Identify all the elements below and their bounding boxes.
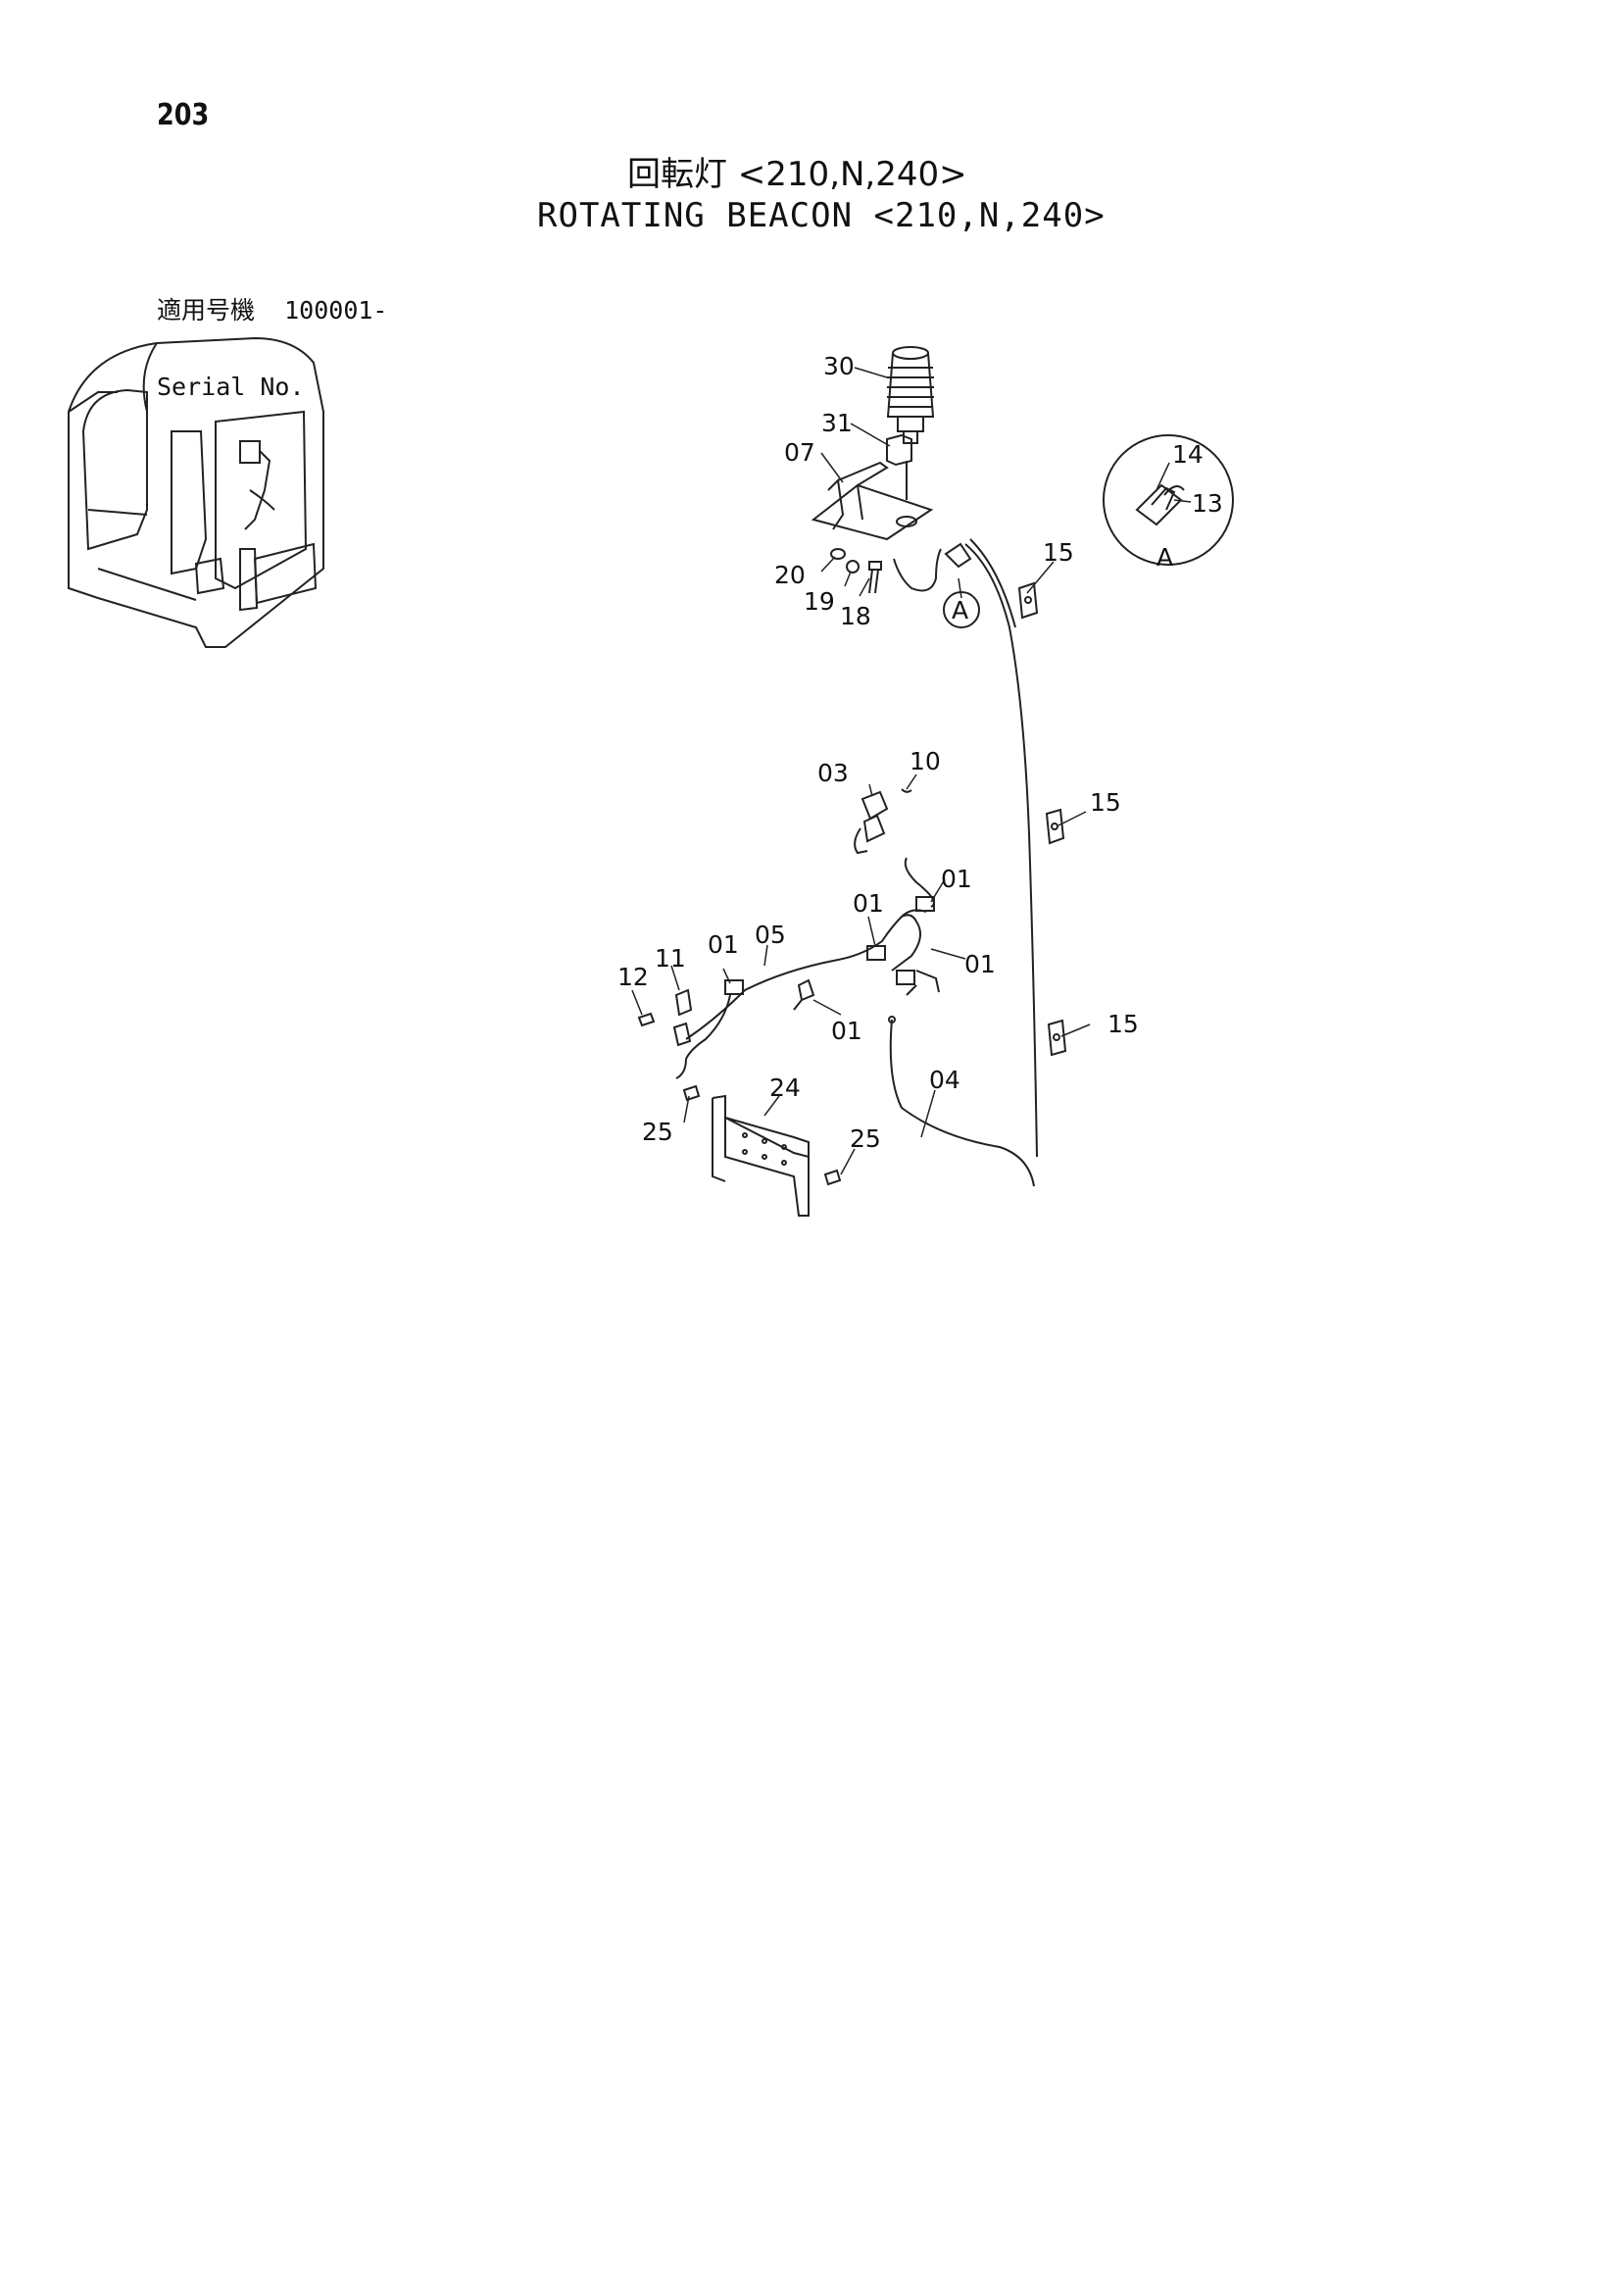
cab-overview-illustration — [68, 336, 324, 648]
main-harness-05 — [675, 857, 940, 1079]
clip-15-upper — [1017, 581, 1039, 620]
beacon-socket — [886, 433, 917, 527]
bolt-25-right — [823, 1169, 842, 1186]
callout-03: 03 — [817, 759, 849, 787]
callout-04: 04 — [929, 1066, 960, 1094]
detail-view-a — [1103, 434, 1234, 566]
washer-20 — [830, 548, 846, 560]
washer-19 — [846, 560, 860, 574]
callout-15-middle: 15 — [1090, 788, 1121, 817]
callout-01-bottom: 01 — [831, 1017, 862, 1045]
rotating-beacon-lamp — [886, 346, 935, 444]
beacon-bracket — [811, 461, 934, 541]
clip-15-middle — [1045, 808, 1065, 845]
callout-01-left: 01 — [708, 930, 739, 959]
callout-15-lower: 15 — [1107, 1010, 1139, 1038]
callout-12: 12 — [617, 963, 649, 991]
title-english: ROTATING BEACON <210,N,240> — [537, 196, 1106, 235]
detail-view-label: A — [1156, 543, 1173, 572]
serial-value: 100001- — [284, 296, 388, 324]
callout-25-right: 25 — [850, 1124, 881, 1153]
switch-03 — [854, 788, 912, 855]
callout-13: 13 — [1192, 489, 1223, 518]
callout-05: 05 — [755, 921, 786, 949]
serial-block: 適用号機 100001- Serial No. — [157, 247, 387, 425]
detail-ref-a: A — [952, 596, 968, 624]
callout-01-right: 01 — [964, 950, 996, 978]
callout-07: 07 — [784, 438, 815, 467]
bolt-18 — [868, 561, 882, 594]
clamp-11 — [672, 988, 693, 1047]
callout-25-left: 25 — [642, 1118, 673, 1146]
callout-24: 24 — [769, 1073, 801, 1102]
callout-11: 11 — [655, 944, 686, 973]
callout-01-top: 01 — [941, 865, 972, 893]
callout-15-upper: 15 — [1043, 538, 1074, 567]
callout-31: 31 — [821, 409, 853, 437]
leader-lines — [631, 367, 1192, 1175]
detail-ref-a-marker — [943, 591, 980, 628]
cable-04 — [888, 1016, 1035, 1187]
callout-20: 20 — [774, 561, 806, 589]
callout-labels: 30 31 07 14 13 A 20 19 18 A 15 15 15 03 … — [617, 352, 1223, 1153]
bolt-25-left — [682, 1084, 701, 1102]
title-japanese: 回転灯 <210,N,240> — [627, 155, 967, 194]
clip-15-lower — [1047, 1019, 1067, 1057]
callout-01-mid: 01 — [853, 889, 884, 918]
bracket-24 — [712, 1094, 810, 1217]
serial-label-en: Serial No. — [157, 373, 305, 401]
bolt-12 — [637, 1012, 656, 1027]
callout-10: 10 — [910, 747, 941, 775]
callout-18: 18 — [840, 602, 871, 630]
beacon-harness — [893, 538, 1038, 1158]
callout-14: 14 — [1172, 440, 1204, 469]
serial-label-jp: 適用号機 — [157, 296, 256, 324]
callout-30: 30 — [823, 352, 855, 380]
callout-19: 19 — [804, 587, 835, 616]
page-number: 203 — [157, 98, 210, 132]
